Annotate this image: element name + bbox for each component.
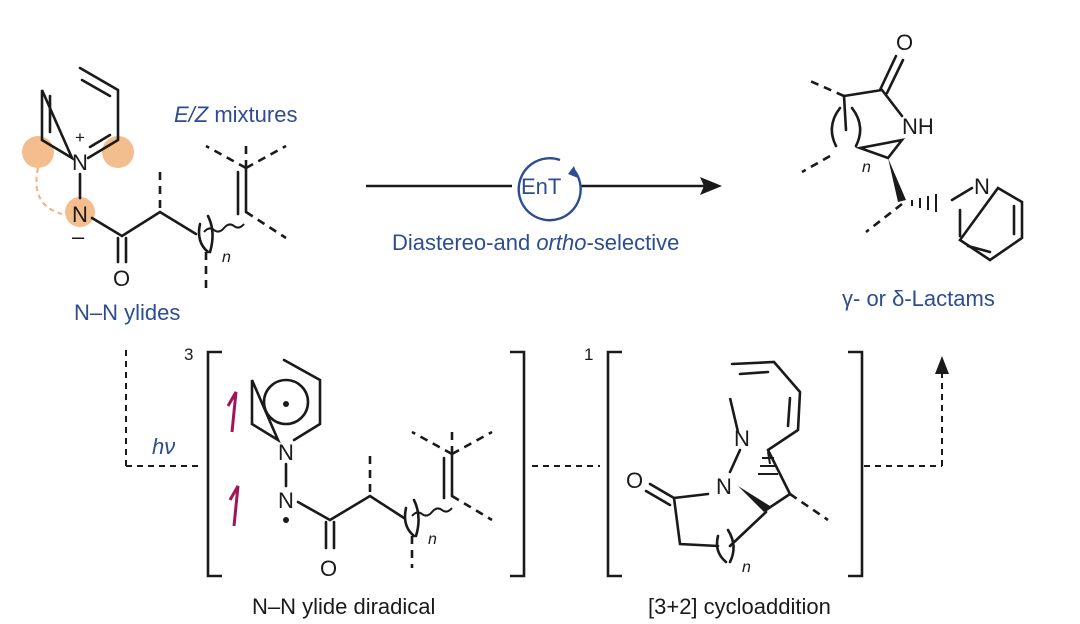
cyclo-lower-n: N	[716, 474, 732, 499]
reactant-name: N–N ylides	[74, 300, 180, 325]
cyclo-chain-bracket-2	[726, 528, 735, 564]
plus-charge: +	[75, 128, 85, 147]
product-lactam: O NH n N γ- or δ-Lactams	[801, 30, 1024, 311]
lactam-chain-bracket	[830, 106, 842, 148]
product-pyridine-ring	[950, 186, 1024, 262]
cyclo-n-n-bond	[728, 448, 742, 474]
diradical-bracket-left	[206, 350, 222, 578]
ortho-highlight-left	[22, 136, 54, 168]
alkene-sub-3	[245, 210, 287, 240]
lactam-alpha-dash	[807, 78, 845, 98]
diradical-alkene-sub-3	[451, 494, 493, 522]
diradical-intermediate: 3 N N O n N–N ylide diradical	[184, 345, 526, 619]
migration-dashed-arc	[35, 167, 63, 215]
alkene-sub-2	[245, 144, 287, 170]
diradical-alkene-sub-2	[451, 430, 493, 456]
lactam-side-dash	[865, 202, 903, 234]
reactant-ylide: N + N – O n E/Z mixtures N–N ylides	[22, 66, 297, 325]
ent-cycle-arrowhead	[568, 166, 578, 178]
ent-cycle-circle	[517, 157, 582, 222]
lactam-o-atom: O	[896, 30, 913, 55]
diradical-pyridine-n: N	[278, 440, 294, 465]
diradical-wavy-bond	[411, 507, 453, 517]
alkene-sub-1	[205, 144, 247, 170]
cyclo-bracket-left	[606, 350, 622, 578]
diradical-amide-n: N	[278, 488, 294, 513]
amide-n-atom: N	[72, 202, 88, 227]
diradical-acyl-chain	[296, 494, 406, 522]
cyclo-ring-bond-2	[764, 492, 792, 512]
minus-charge: –	[72, 224, 85, 249]
diradical-chain-bracket-2	[412, 498, 420, 538]
lactam-chain-bracket-2	[850, 106, 862, 148]
aromatic-circle	[262, 378, 310, 426]
cyclo-ring-inner-bonds	[738, 370, 792, 428]
mechanism-pathway: hν	[125, 350, 949, 467]
singlet-label: 1	[584, 345, 593, 364]
cyclo-hashed-bond-lines	[758, 457, 778, 475]
cyclo-ring-bond-1	[766, 448, 792, 496]
acyl-chain	[90, 210, 198, 238]
diradical-bracket-right	[510, 350, 526, 578]
diradical-subscript-n: n	[428, 531, 437, 548]
product-name: γ- or δ-Lactams	[842, 286, 995, 311]
lactam-ring	[842, 88, 906, 160]
diradical-alkene-sub-1	[411, 430, 453, 456]
carbonyl-o-atom: O	[113, 266, 130, 291]
cyclo-lactam-ring	[672, 492, 720, 548]
cyclo-name: [3+2] cycloaddition	[648, 594, 831, 619]
radical-dot-ring	[283, 401, 289, 407]
main-reaction-arrow: EnT Diastereo-and ortho-selective	[366, 157, 722, 255]
product-pyridine-n-atom: N	[974, 174, 990, 199]
ez-mixtures-label: E/Z mixtures	[174, 102, 297, 127]
cyclo-methyl-dash	[789, 492, 829, 522]
cyclo-subscript-n: n	[742, 559, 751, 576]
pyridinium-n-atom: N	[72, 150, 88, 175]
cyclo-upper-n: N	[734, 426, 750, 451]
chain-bracket-arc-2	[206, 214, 214, 254]
cyclo-chain-bond	[728, 510, 768, 548]
diradical-o-atom: O	[320, 556, 337, 581]
lactam-nh-atom: NH	[902, 114, 934, 139]
cyclo-wedge-bond	[738, 486, 770, 512]
cyclo-carbonyl-1	[648, 482, 676, 500]
lactam-wedge-bond	[888, 158, 906, 202]
cyclo-o-atom: O	[626, 468, 643, 493]
radical-dot-n	[283, 517, 289, 523]
diradical-chain-bracket	[403, 506, 416, 538]
lactam-ring-bond-left	[842, 94, 848, 132]
cyclo-carbonyl-2	[644, 489, 672, 507]
diradical-pyridine-ring	[250, 358, 322, 444]
cyclo-bracket-right	[848, 350, 864, 578]
selectivity-label: Diastereo-and ortho-selective	[392, 230, 679, 255]
lactam-carbonyl-2	[885, 58, 905, 95]
light-hv-label: hν	[152, 434, 175, 459]
triplet-label: 3	[184, 345, 193, 364]
lactam-carbonyl-1	[878, 54, 898, 92]
cyclo-dihydropyridine-ring	[728, 360, 802, 452]
cyclo-chain-bracket	[715, 534, 728, 564]
chain-subscript-n: n	[222, 249, 231, 266]
pyridinium-ring	[40, 66, 120, 162]
ent-catalyst-label: EnT	[521, 174, 561, 199]
path-arrowhead	[935, 356, 949, 374]
spin-arrow-lower	[228, 485, 240, 527]
cycloaddition-intermediate: 1 N N O n [3+2] cycloaddition	[584, 345, 864, 619]
spin-arrow-upper	[226, 391, 238, 433]
wavy-bond	[203, 223, 245, 233]
arrow-head	[700, 177, 722, 195]
lactam-hashed-bond	[911, 194, 937, 212]
pyridinium-inner-bonds	[48, 78, 112, 149]
lactam-subscript-n: n	[862, 159, 871, 176]
product-pyridine-inner	[958, 204, 1016, 254]
lactam-ring-dash-left	[801, 154, 831, 174]
diradical-name: N–N ylide diradical	[252, 594, 435, 619]
chain-bracket-arc	[197, 222, 210, 254]
amide-n-highlight	[65, 197, 95, 227]
